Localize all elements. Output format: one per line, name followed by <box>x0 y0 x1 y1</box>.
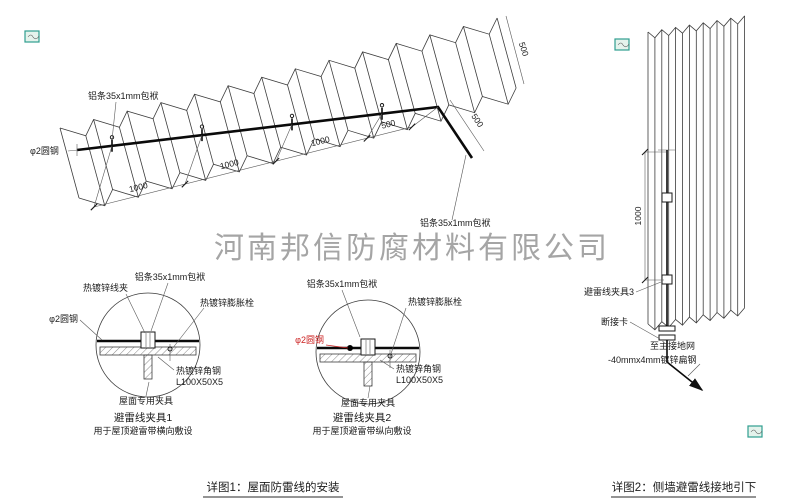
leader-strip-right <box>451 154 467 221</box>
wire-clamp-dot <box>289 113 295 119</box>
revision-marker-glyph <box>27 34 40 40</box>
wall-grounding: 1000 避雷线夹具3 断接卡 至主接地网 -40mmx4mm镀锌扁钢 <box>584 148 704 391</box>
caption-detail1: 详图1：屋面防雷线的安装 <box>207 480 340 494</box>
detail-1-clamp-transverse: 热镀锌线夹 铝条35x1mm包袱 热镀锌膨胀栓 φ2圆钢 热镀锌角钢 L100X… <box>49 271 254 436</box>
leader-clamp3 <box>635 281 662 293</box>
leader-flat-steel <box>687 363 701 377</box>
wall-dim-tick-top <box>641 148 649 156</box>
detail1-circle <box>95 292 201 398</box>
wall-dim-1000: 1000 <box>633 206 643 225</box>
detail1-strip-label: 铝条35x1mm包袱 <box>135 271 206 282</box>
wall-clamp3-label: 避雷线夹具3 <box>584 286 634 297</box>
detail1-wire-clamp <box>140 331 156 349</box>
detail2-anchor-label: 热镀锌膨胀栓 <box>408 296 462 307</box>
roof-dim-1000-1: 1000 <box>128 180 149 194</box>
revision-marker-glyph <box>750 429 763 435</box>
detail2-leader-fixture <box>367 385 371 399</box>
revision-marker-icon <box>747 425 763 438</box>
roof-dim-500-top-right: 500 <box>517 41 531 58</box>
company-watermark: 河南邦信防腐材料有限公司 <box>214 231 610 266</box>
roof-dim-1000-3: 1000 <box>310 134 331 148</box>
leader-breaker <box>629 321 661 340</box>
dim-line-top-right <box>505 15 525 85</box>
flat-steel-to-ground <box>666 361 704 391</box>
detail1-subtitle: 用于屋顶避雷带横向敷设 <box>93 425 192 436</box>
leader-rod-left <box>67 149 79 152</box>
detail2-fixture-label: 屋面专用夹具 <box>341 397 395 408</box>
leader-strip-top <box>111 101 117 141</box>
dim-ticks <box>90 123 416 211</box>
detail2-subtitle: 用于屋顶避雷带纵向敷设 <box>312 425 411 436</box>
detail2-angle-size-label: L100X50X5 <box>396 375 443 385</box>
wall-bottom-edge <box>647 307 745 331</box>
roof-dim-500: 500 <box>380 117 396 130</box>
wall-clamp-lower <box>661 274 673 285</box>
detail2-leader-anchor <box>389 307 407 358</box>
detail2-wire-clamp <box>360 338 376 356</box>
roof-dim-1000-2: 1000 <box>219 157 240 171</box>
roof-strip-label-top: 铝条35x1mm包袱 <box>88 90 159 101</box>
detail2-wire-cross-section <box>347 345 353 351</box>
dim-extension-lines <box>93 106 439 208</box>
revision-markers <box>24 30 763 438</box>
detail1-leader-strip <box>150 282 169 332</box>
revision-marker-icon <box>614 38 630 51</box>
breaker-card-plate-bottom <box>658 334 676 341</box>
revision-marker-icon <box>24 30 40 43</box>
wall-ground-label: 至主接地网 <box>650 340 695 351</box>
detail1-leader-angle <box>157 356 175 371</box>
detail1-fixture-label: 屋面专用夹具 <box>119 395 173 406</box>
detail1-leader-rod <box>79 319 103 341</box>
detail2-strip-label: 铝条35x1mm包袱 <box>307 278 378 289</box>
detail2-circle <box>315 299 421 405</box>
breaker-card-plate-top <box>658 325 676 332</box>
detail-2-clamp-longitudinal: 铝条35x1mm包袱 热镀锌膨胀栓 φ2圆钢 热镀锌角钢 L100X50X5 屋… <box>295 278 462 436</box>
detail1-leader-fixture <box>145 381 150 397</box>
detail1-angle-steel-leg <box>143 354 153 380</box>
wall-corrugation-lines <box>647 15 745 330</box>
drawing-captions: 详图1：屋面防雷线的安装 详图2：侧墙避雷线接地引下 <box>203 480 756 498</box>
dim-line-right <box>449 99 485 152</box>
detail1-rod-label: φ2圆钢 <box>49 313 78 324</box>
roof-isometric-view <box>59 17 517 207</box>
wall-flat-steel-label: -40mmx4mm镀锌扁钢 <box>608 354 697 365</box>
roof-dimensions <box>90 15 525 211</box>
roof-strip-label-right: 铝条35x1mm包袱 <box>420 217 491 228</box>
wall-top-edge <box>647 15 745 39</box>
wire-clamp-dot <box>379 103 385 108</box>
dim-line-main <box>93 126 413 208</box>
side-wall-view <box>647 15 745 331</box>
detail2-leader-rod <box>325 344 349 349</box>
detail2-angle-steel-leg <box>363 361 373 387</box>
wall-dim-tick-bottom <box>641 276 649 284</box>
detail1-leader-clamp <box>125 293 146 334</box>
roof-lightning-wire <box>76 105 474 159</box>
detail1-title: 避雷线夹具1 <box>114 411 172 424</box>
detail2-angle-label: 热镀锌角钢 <box>396 363 441 374</box>
detail1-wire-clamp-label: 热镀锌线夹 <box>83 282 128 293</box>
revision-marker-glyph <box>617 42 630 48</box>
wall-clamp-upper <box>661 192 673 203</box>
detail2-title: 避雷线夹具2 <box>333 411 391 424</box>
wire-clamp-dot <box>199 124 205 129</box>
detail2-leader-strip <box>341 289 361 338</box>
detail1-leader-anchor <box>171 307 205 350</box>
roof-dim-500-mid-right: 500 <box>469 112 485 130</box>
detail2-leader-angle <box>379 359 395 370</box>
roof-labels: 铝条35x1mm包袱 φ2圆钢 铝条35x1mm包袱 1000 1000 100… <box>30 41 531 228</box>
roof-corrugation-lines <box>59 17 517 206</box>
detail1-anchor-label: 热镀锌膨胀栓 <box>200 297 254 308</box>
detail2-bolt-head <box>387 353 393 359</box>
detail1-angle-size-label: L100X50X5 <box>176 377 223 387</box>
detail2-rod-label: φ2圆钢 <box>295 334 324 345</box>
caption-detail2: 详图2：侧墙避雷线接地引下 <box>612 480 756 494</box>
detail1-angle-label: 热镀锌角钢 <box>176 365 221 376</box>
wall-breaker-label: 断接卡 <box>601 316 628 327</box>
roof-rod-label: φ2圆钢 <box>30 145 59 156</box>
